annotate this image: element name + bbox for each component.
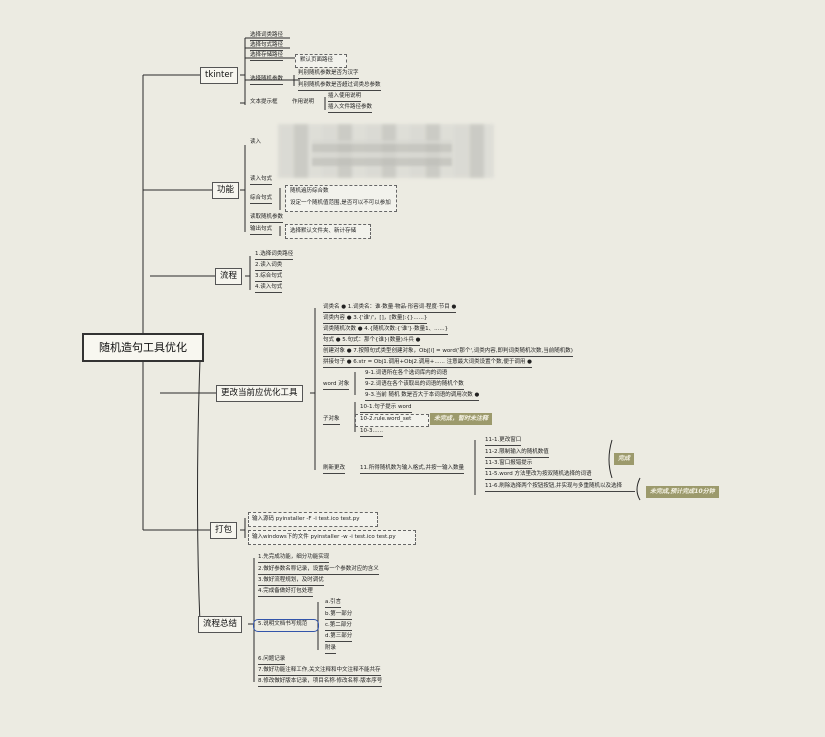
node-dabao[interactable]: 打包 [210, 522, 238, 539]
gn-item[interactable]: 输出句式 [250, 226, 273, 235]
gn-item[interactable]: 综合句式 [250, 195, 273, 204]
zj-item[interactable]: 2.做好参数名称记录，设置每一个参数对应的含义 [258, 566, 379, 575]
gg-sub-item[interactable]: 10-1.句子提示 word [360, 404, 412, 413]
node-gongneng[interactable]: 功能 [212, 182, 240, 199]
node-zongjie[interactable]: 流程总结 [198, 616, 243, 633]
gg-line[interactable]: 拼接句子 ● 6.str = Obj1.调用+Obj2.调用+...... 注意… [323, 359, 532, 368]
tag-later[interactable]: 未完成,预计完成10分钟 [646, 486, 719, 498]
zj-doc-sub[interactable]: a.引言 [325, 599, 342, 608]
tag-unfinished[interactable]: 未完成，暂时未注释 [430, 413, 493, 425]
gn-combine-sub[interactable]: 设定一个随机值范围,是否可以不可以参加 [290, 200, 391, 206]
tk-random-param[interactable]: 选择随机参数 [250, 76, 284, 85]
tk-prompt-sub[interactable]: 插入使用说明 [328, 93, 362, 102]
tk-prompt[interactable]: 文本提示框 [250, 99, 278, 105]
zj-item[interactable]: 7.做好功能注释工作,关文注释和中文注释不能共存 [258, 667, 381, 676]
gg-word-obj[interactable]: word 对象 [323, 381, 350, 390]
gg-sub-item[interactable]: 10-3...... [360, 428, 383, 437]
zj-item[interactable]: 8.修改做好版本记录，项目名称·修改名称·版本序号 [258, 678, 383, 687]
tk-item[interactable]: 选择句式路径 [250, 42, 284, 51]
gg-refresh-mid[interactable]: 11.所得随机数为输入格式,并按一输入数量 [360, 465, 464, 474]
node-liucheng[interactable]: 流程 [215, 268, 243, 285]
gg-refresh[interactable]: 刷新更改 [323, 465, 346, 474]
gg-sub-item[interactable]: 10-2.rule.word_set [360, 416, 412, 422]
selection-highlight [253, 619, 319, 632]
gg-refresh-sub[interactable]: 11-5.word 方法里改为按双随机选择的词语 [485, 471, 592, 480]
zj-item-doc[interactable]: 5.说明文档书写规范 [258, 621, 308, 627]
gg-line[interactable]: 创建对象 ● 7.按照句式类型创建对象，Obj[i] = word('那个',词… [323, 348, 573, 357]
tk-prompt-mid[interactable]: 作用说明 [292, 99, 315, 105]
tk-default-note[interactable]: 默认页面路径 [300, 57, 334, 63]
gn-item[interactable]: 读入句式 [250, 176, 273, 185]
gn-item[interactable]: 读取随机参数 [250, 214, 284, 223]
gg-line[interactable]: 词类内容 ● 3.{'谁'/'，[]，[数量]:{}......} [323, 315, 428, 324]
gn-output-note[interactable]: 选择默认文件夹、新计存储 [290, 228, 357, 234]
gg-refresh-sub[interactable]: 11-6.刷除选择两个按钮按钮,并实现与多重随机以及选择 [485, 483, 635, 492]
blurred-region [312, 140, 452, 166]
node-tkinter[interactable]: tkinter [200, 67, 239, 84]
gg-sub-obj[interactable]: 子对象 [323, 416, 340, 425]
gg-line[interactable]: 词类随机次数 ● 4.{随机次数:{'谁'}·数量1、......} [323, 326, 449, 335]
gg-word-sub[interactable]: 9-3.当前 随机 数是否大于本词语的调用次数 ● [365, 392, 480, 401]
zj-doc-sub[interactable]: d.第三部分 [325, 633, 353, 642]
tag-done[interactable]: 完成 [614, 453, 635, 465]
root-node[interactable]: 随机造句工具优化 [82, 333, 204, 362]
lc-item[interactable]: 4.读入句式 [255, 284, 283, 293]
tk-prompt-sub[interactable]: 插入文件路径参数 [328, 104, 373, 113]
node-gengai[interactable]: 更改当前应优化工具 [216, 385, 303, 402]
gg-line[interactable]: 句式 ● 5.句式：那个{谁}(数量)斗兵 ● [323, 337, 421, 346]
tk-random-sub[interactable]: 判别随机参数是否超过词类总参数 [298, 82, 381, 91]
db-item[interactable]: 输入windows下的文件 pyinstaller -w -i test.ico… [252, 534, 396, 540]
gn-item[interactable]: 读入 [250, 139, 262, 145]
gg-word-sub[interactable]: 9-2.词语在各个该取出的词语的随机个数 [365, 381, 464, 390]
lc-item[interactable]: 1.选择词类路径 [255, 251, 294, 260]
zj-item[interactable]: 6.问题记录 [258, 656, 286, 665]
gg-refresh-sub[interactable]: 11-2.限制输入的随机数值 [485, 449, 549, 458]
gn-combine-sub[interactable]: 随机遍历综合数 [290, 188, 329, 194]
tk-item[interactable]: 选择存储路径 [250, 52, 284, 61]
zj-doc-sub[interactable]: b.第一部分 [325, 611, 353, 620]
db-item[interactable]: 输入源码 pyinstaller -F -i test.ico test.py [252, 516, 360, 522]
gg-refresh-sub[interactable]: 11-1.更改窗口 [485, 437, 522, 446]
tk-random-sub[interactable]: 判别随机参数是否为汉字 [298, 70, 359, 79]
gg-refresh-sub[interactable]: 11-3.窗口报错提示 [485, 460, 533, 469]
tk-item[interactable]: 选择词类路径 [250, 32, 284, 41]
zj-item[interactable]: 4.完成备做好打包处理 [258, 588, 313, 597]
zj-item[interactable]: 3.做好流程规划，及时调优 [258, 577, 324, 586]
zj-item[interactable]: 1.先完成功能，细分功能实现 [258, 554, 330, 563]
zj-doc-sub[interactable]: c.第二部分 [325, 622, 352, 631]
gg-line[interactable]: 词类名 ● 1.词类名：谁·数量·物品·形容词·程度·节目 ● [323, 304, 457, 313]
lc-item[interactable]: 2.读入词类 [255, 262, 283, 271]
lc-item[interactable]: 3.综合句式 [255, 273, 283, 282]
gg-word-sub[interactable]: 9-1.词语所在各个选词库内的词语 [365, 370, 448, 379]
zj-doc-sub[interactable]: 附录 [325, 645, 337, 654]
